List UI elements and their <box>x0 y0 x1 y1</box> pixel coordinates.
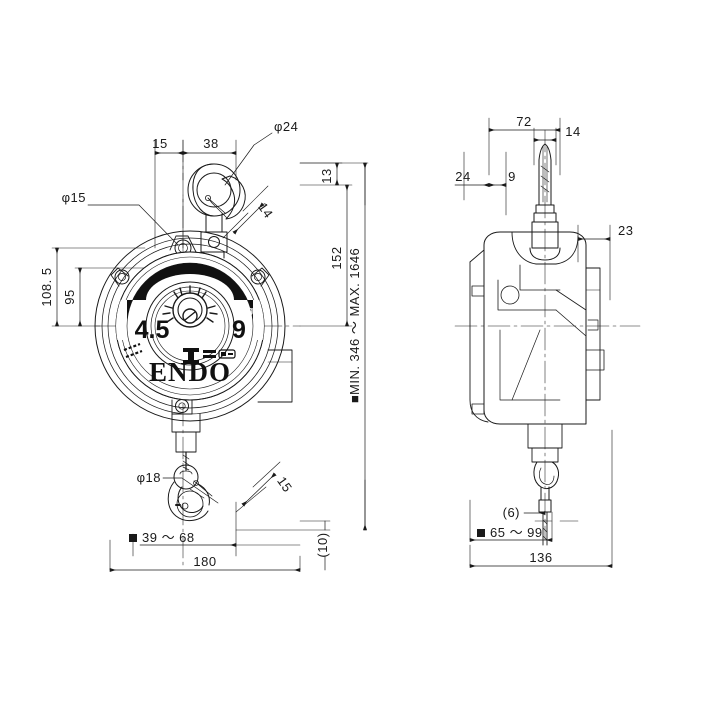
dim-15-angled <box>235 461 281 513</box>
dim-label-hook-to-center: 152 <box>329 246 344 269</box>
balancer-body-side <box>469 231 605 463</box>
dim-1085-95 <box>54 247 83 327</box>
dim-label-body-depth-top: 72 <box>516 114 531 129</box>
balancer-body-front <box>94 230 293 422</box>
dim-label-overall-depth: 136 <box>529 550 552 565</box>
dim-label-stroke-range: MIN. 346 ～ MAX. 1646 <box>347 248 362 395</box>
dim-label-wire-dia: (6) <box>503 505 520 520</box>
dial-sidetext <box>123 342 143 359</box>
dim-stroke-range <box>299 162 369 531</box>
top-hook-front <box>187 163 246 259</box>
dim-label-height-to-lug: 108. 5 <box>39 267 54 306</box>
leader-phi24 <box>224 132 273 186</box>
dim-label-rear-projection: 23 <box>618 223 633 238</box>
brand-logo-mark <box>183 348 199 364</box>
dial-unit: kg <box>243 305 254 315</box>
prefix-box-side <box>477 529 485 537</box>
dim-label-lug-hole-dia: φ15 <box>62 190 86 205</box>
wire-and-lower-hook-side <box>533 461 559 546</box>
dim-label-bottom-clearance: (10) <box>315 532 330 557</box>
side-center-lines <box>454 129 641 541</box>
dim-label-lower-hook-dia: φ18 <box>137 470 161 485</box>
dim-label-side-hook-travel: 65 ～ 99 <box>490 525 543 540</box>
leader-phi15 <box>87 204 179 246</box>
top-hook-side <box>529 143 561 261</box>
dim-label-hook-eye-dia: φ24 <box>274 119 298 134</box>
side-extension-lines <box>463 117 613 567</box>
dim-label-left-offset: 24 <box>455 169 470 184</box>
dim-label-side-hook-travel-group: 65 ～ 99 <box>477 525 543 540</box>
wire-and-lower-hook-front <box>167 413 213 522</box>
dim-label-stroke-range-prefix: ■ <box>347 395 362 403</box>
dim-label-lower-hook-throat: 15 <box>274 474 295 495</box>
dim-label-overall-width: 180 <box>193 554 216 569</box>
dim-label-top-left: 15 <box>152 136 167 151</box>
dim-label-hook-travel-group: 39 ～ 68 <box>129 530 195 545</box>
dim-label-hook-travel: 39 ～ 68 <box>142 530 195 545</box>
dial-capacity-max: 9 <box>232 316 246 344</box>
prefix-box-front <box>129 534 137 542</box>
leader-phi18 <box>162 477 219 504</box>
dim-label-top-hook-width: 14 <box>565 124 580 139</box>
dim-label-hook-throat: 14 <box>255 200 276 221</box>
dial-face <box>115 251 265 401</box>
dim-label-mount-width: 9 <box>508 169 516 184</box>
dim-label-hook-top-height: 13 <box>319 168 334 183</box>
dial-fineprint <box>203 349 236 359</box>
dim-label-top-right: 38 <box>203 136 218 151</box>
dial-capacity-min: 4.5 <box>135 316 170 344</box>
dim-label-height-to-body: 95 <box>62 289 77 304</box>
dim-label-stroke-range-group: MIN. 346 ～ MAX. 1646 ■ <box>347 248 362 403</box>
